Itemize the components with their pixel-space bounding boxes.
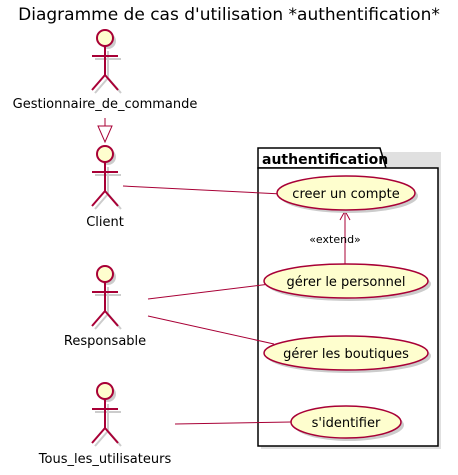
generalization-arrowhead [97,125,113,144]
actor-figure [91,29,122,94]
package-name: authentification [262,152,388,168]
usecase-ellipse [263,335,429,371]
package-body [257,167,439,447]
actor-label: Gestionnaire_de_commande [13,97,198,112]
usecase-ellipse [276,175,416,211]
usecase-label: s'identifier [312,416,381,431]
association-responsable-boutiques [147,315,275,345]
actor-figure [91,265,122,330]
actor-figure [91,382,122,447]
actor-label: Client [86,215,124,230]
association-client-creer [122,185,283,195]
extend-label: «extend» [309,233,361,246]
diagram-title: Diagramme de cas d'utilisation *authenti… [18,5,440,25]
usecase-creer-un-compte: creer un compte [276,175,418,213]
actor-label: Responsable [64,334,146,349]
usecase-gerer-le-personnel: gérer le personnel [263,263,431,301]
usecase-gerer-les-boutiques: gérer les boutiques [263,335,431,373]
relations [97,118,351,425]
usecase-ellipse [263,263,429,299]
usecase-ellipse [290,405,402,439]
actor-responsable: Responsable [64,265,146,349]
association-responsable-personnel [147,283,271,300]
actor-client: Client [86,145,124,230]
actor-gestionnaire: Gestionnaire_de_commande [13,29,198,112]
usecase-label: gérer le personnel [287,275,406,290]
usecase-s-identifier: s'identifier [290,405,404,441]
actor-figure [91,145,122,210]
actor-tous-les-utilisateurs: Tous_les_utilisateurs [38,382,172,467]
usecase-label: gérer les boutiques [283,347,409,362]
actor-label: Tous_les_utilisateurs [38,452,172,467]
usecase-label: creer un compte [292,187,399,202]
association-tous-identifier [174,421,292,425]
